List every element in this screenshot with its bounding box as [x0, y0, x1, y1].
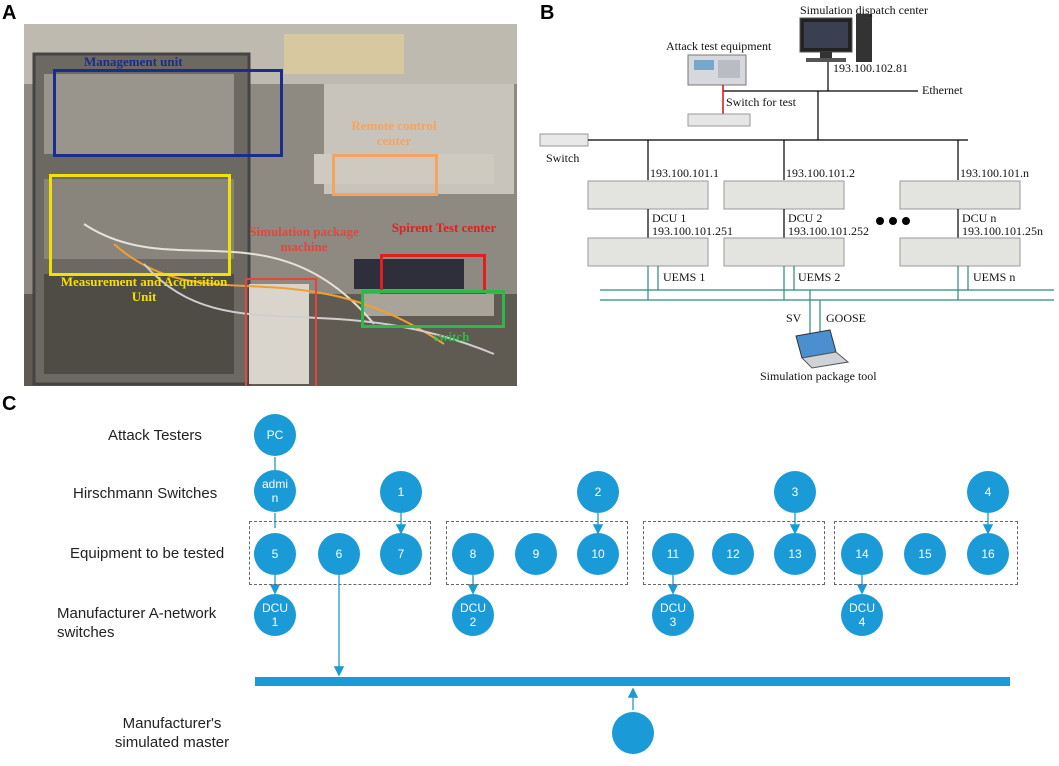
uems-ip-2: 193.100.101.252 [788, 224, 869, 238]
spirent-label: Spirent Test center [391, 220, 497, 235]
panel-a-letter: A [2, 2, 17, 24]
uems-name-n: UEMS n [973, 270, 1015, 284]
dcu-name-1: DCU 1 [652, 211, 686, 225]
measurement-label: Measurement and Acquisition Unit [60, 274, 228, 304]
attack-equipment-label: Attack test equipment [666, 39, 772, 53]
equipment-node-12: 12 [712, 533, 754, 575]
dcu-node-1-label: DCU 1 [262, 601, 288, 629]
dcu-node-2: DCU 2 [452, 594, 494, 636]
switch-node-3: 3 [774, 471, 816, 513]
uems-ip-n: 193.100.101.25n [962, 224, 1043, 238]
admin-node: admin [254, 470, 296, 512]
panel-b-letter: B [540, 2, 555, 24]
remote-control-box [332, 154, 438, 196]
main-switch-label: Switch [546, 151, 579, 165]
simulation-tool-label: Simulation package tool [760, 369, 877, 383]
equipment-group-2 [446, 521, 628, 585]
uems-1-device [587, 237, 709, 267]
dcu-node-1: DCU 1 [254, 594, 296, 636]
row-label-equipment: Equipment to be tested [70, 545, 225, 562]
dispatch-center-label: Simulation dispatch center [800, 3, 928, 17]
equipment-node-15: 15 [904, 533, 946, 575]
dcu-node-3-label: DCU 3 [660, 601, 686, 629]
uems-2-device [723, 237, 845, 267]
dispatch-computer-icon [799, 14, 872, 62]
simulated-master-node [612, 712, 654, 754]
lab-photo-drawing [24, 24, 517, 386]
uems-name-2: UEMS 2 [798, 270, 840, 284]
goose-label: GOOSE [826, 311, 866, 325]
management-unit-label: Management unit [84, 54, 183, 69]
dcu-name-2: DCU 2 [788, 211, 822, 225]
simulation-package-box [245, 278, 317, 386]
row-label-master: Manufacturer's simulated master [114, 715, 230, 751]
switch-node-2: 2 [577, 471, 619, 513]
switch-node-1: 1 [380, 471, 422, 513]
switch-label: switch [434, 329, 470, 344]
network-diagram: Simulation dispatch center 193.100.102.8… [539, 3, 1054, 383]
dcu-node-2-label: DCU 2 [460, 601, 486, 629]
ellipsis-dots [876, 217, 910, 225]
dispatch-ip-label: 193.100.102.81 [833, 61, 908, 75]
dcu-node-4: DCU 4 [841, 594, 883, 636]
dcu-name-n: DCU n [962, 211, 996, 225]
equipment-node-16: 16 [967, 533, 1009, 575]
row-label-attack: Attack Testers [108, 427, 202, 444]
equipment-node-6: 6 [318, 533, 360, 575]
row-label-hirschmann: Hirschmann Switches [73, 485, 218, 502]
measurement-box [49, 174, 231, 276]
management-unit-box [53, 69, 283, 157]
dcu-node-4-label: DCU 4 [849, 601, 875, 629]
equipment-group-4 [834, 521, 1018, 585]
equipment-node-7: 7 [380, 533, 422, 575]
laptop-icon [795, 329, 850, 369]
sv-label: SV [786, 311, 802, 325]
equipment-node-14: 14 [841, 533, 883, 575]
remote-control-label: Remote control center [351, 118, 437, 148]
equipment-group-3 [643, 521, 825, 585]
equipment-node-9: 9 [515, 533, 557, 575]
equipment-node-11: 11 [652, 533, 694, 575]
switch-box [361, 290, 505, 328]
equipment-node-10: 10 [577, 533, 619, 575]
dcu-ip-n: 193.100.101.n [960, 166, 1029, 180]
lab-photo: Management unit Remote control center Me… [24, 24, 517, 386]
equipment-group-1 [249, 521, 431, 585]
equipment-node-13: 13 [774, 533, 816, 575]
equipment-node-5: 5 [254, 533, 296, 575]
row-label-manufacturer-a: Manufacturer A-network switches [57, 605, 217, 641]
ethernet-label: Ethernet [922, 83, 963, 97]
panel-c-letter: C [2, 393, 17, 415]
dcu-1-device [587, 180, 709, 210]
uems-ip-1: 193.100.101.251 [652, 224, 733, 238]
dcu-n-device [899, 180, 1021, 210]
uems-n-device [899, 237, 1021, 267]
dcu-node-3: DCU 3 [652, 594, 694, 636]
dcu-ip-1: 193.100.101.1 [650, 166, 719, 180]
admin-label: admin [262, 477, 289, 505]
switch-for-test-icon [687, 113, 751, 127]
dcu-ip-2: 193.100.101.2 [786, 166, 855, 180]
switch-for-test-label: Switch for test [726, 95, 797, 109]
pc-node: PC [254, 414, 296, 456]
simulation-package-label: Simulation package machine [249, 224, 359, 254]
master-bus [255, 677, 1010, 686]
equipment-node-8: 8 [452, 533, 494, 575]
switch-node-4: 4 [967, 471, 1009, 513]
uems-name-1: UEMS 1 [663, 270, 705, 284]
attack-equipment-icon [687, 54, 747, 86]
dcu-2-device [723, 180, 845, 210]
